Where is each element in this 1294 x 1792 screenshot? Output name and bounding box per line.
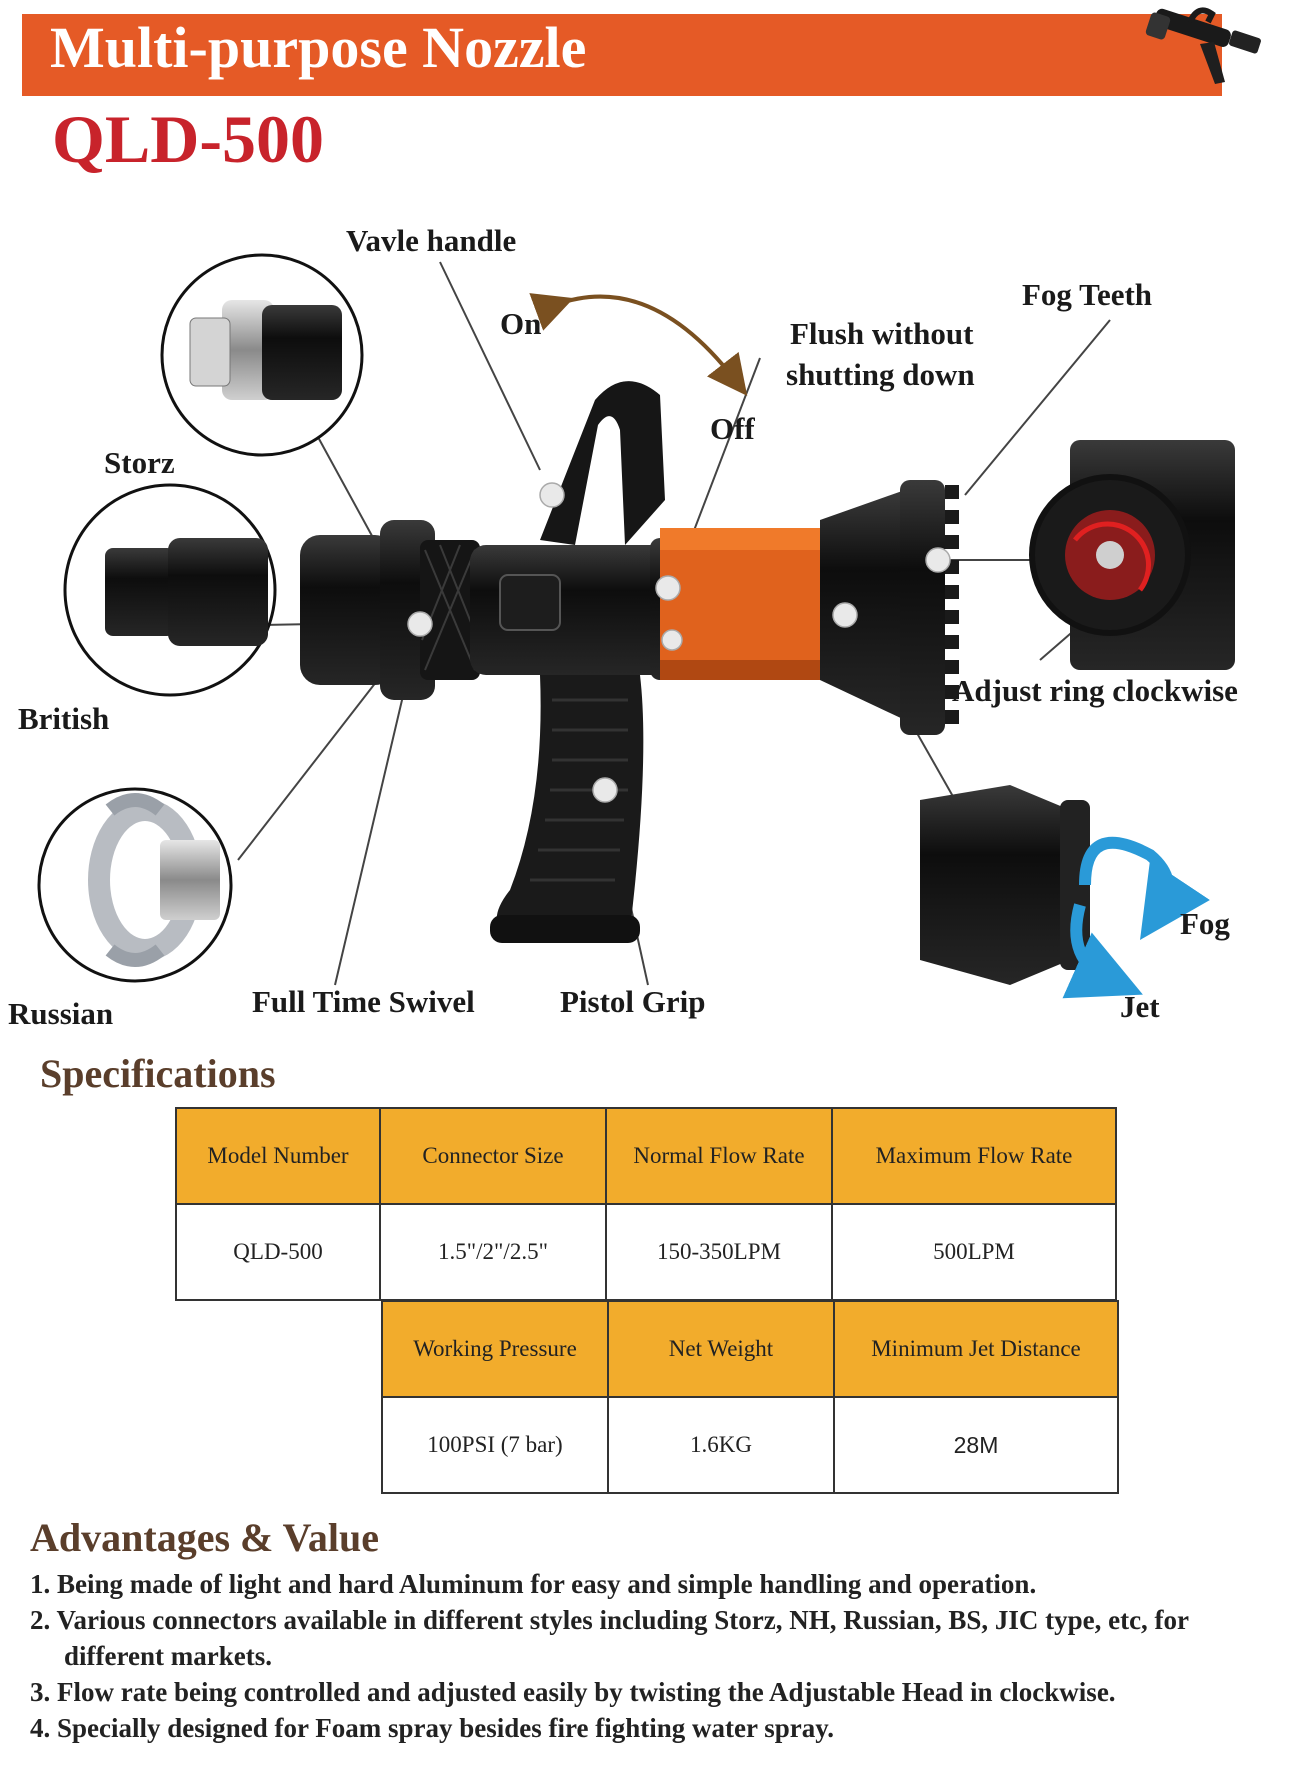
spec-header: Net Weight bbox=[607, 1300, 835, 1398]
spec-value: 150-350LPM bbox=[605, 1203, 833, 1301]
label-on: On bbox=[500, 306, 542, 341]
advantages-title: Advantages & Value bbox=[30, 1515, 379, 1560]
spec-value: 28M bbox=[833, 1396, 1119, 1494]
list-item: 2. Various connectors available in diffe… bbox=[30, 1605, 1189, 1671]
spec-header: Working Pressure bbox=[381, 1300, 609, 1398]
spec-header: Maximum Flow Rate bbox=[831, 1107, 1117, 1205]
page-title: Multi-purpose Nozzle bbox=[50, 15, 587, 80]
list-item: 3. Flow rate being controlled and adjust… bbox=[30, 1677, 1116, 1707]
specifications-title: Specifications bbox=[40, 1051, 276, 1096]
spec-value: 100PSI (7 bar) bbox=[381, 1396, 609, 1494]
spec-value: 1.6KG bbox=[607, 1396, 835, 1494]
spec-value: 500LPM bbox=[831, 1203, 1117, 1301]
fog-jet-head bbox=[920, 785, 1210, 999]
label-adjust-ring: Adjust ring clockwise bbox=[952, 673, 1238, 708]
adjust-ring-inset bbox=[1029, 440, 1235, 670]
model-title: QLD-500 bbox=[52, 101, 324, 177]
nozzle-illustration bbox=[37, 253, 1235, 999]
list-item: 1. Being made of light and hard Aluminum… bbox=[30, 1569, 1037, 1599]
label-full-time-swivel: Full Time Swivel bbox=[252, 984, 475, 1019]
spec-table-row2: Working Pressure Net Weight Minimum Jet … bbox=[381, 1300, 1119, 1494]
label-valve-handle: Vavle handle bbox=[346, 223, 517, 258]
british-connector-inset bbox=[63, 483, 277, 697]
advantages-list: 1. Being made of light and hard Aluminum… bbox=[30, 1566, 1280, 1746]
spec-header: Connector Size bbox=[379, 1107, 607, 1205]
label-fog-teeth: Fog Teeth bbox=[1022, 277, 1153, 312]
label-british: British bbox=[18, 701, 110, 736]
nozzle-body bbox=[300, 381, 959, 943]
label-fog: Fog bbox=[1180, 906, 1230, 941]
label-pistol-grip: Pistol Grip bbox=[560, 984, 706, 1019]
russian-connector-inset bbox=[37, 787, 233, 983]
spec-header: Model Number bbox=[175, 1107, 381, 1205]
label-storz: Storz bbox=[104, 445, 175, 480]
label-flush-line1: Flush without bbox=[790, 316, 974, 351]
label-flush-line2: shutting down bbox=[786, 357, 975, 392]
spec-header: Minimum Jet Distance bbox=[833, 1300, 1119, 1398]
label-russian: Russian bbox=[8, 996, 114, 1031]
spec-value: 1.5"/2"/2.5" bbox=[379, 1203, 607, 1301]
spec-value: QLD-500 bbox=[175, 1203, 381, 1301]
spec-table-row1: Model Number Connector Size Normal Flow … bbox=[175, 1107, 1117, 1301]
storz-connector-inset bbox=[160, 253, 364, 457]
label-jet: Jet bbox=[1120, 989, 1160, 1024]
spec-header: Normal Flow Rate bbox=[605, 1107, 833, 1205]
title-banner bbox=[22, 14, 1222, 96]
nozzle-thumbnail-icon bbox=[1145, 7, 1261, 84]
list-item: 4. Specially designed for Foam spray bes… bbox=[30, 1713, 835, 1743]
label-off: Off bbox=[710, 411, 755, 446]
